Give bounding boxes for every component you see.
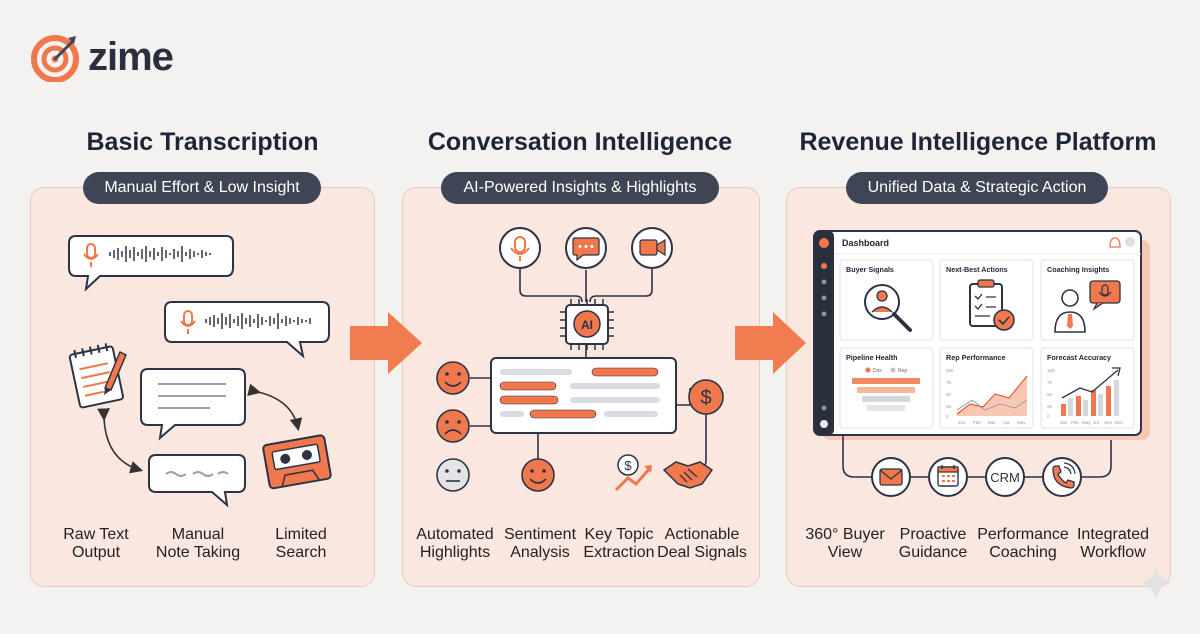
integration-connector [842,435,1112,478]
svg-text:Rep: Rep [898,368,907,374]
forecast-accuracy-chart: 100 75 50 25 0 Jan Feb May Jul Sep Dec [1047,367,1124,425]
dashboard-title: Dashboard [842,238,889,248]
cassette-tape-icon [262,434,332,490]
svg-text:Sep: Sep [1104,420,1113,425]
coach-person-icon [1054,280,1121,333]
feature-proactive-guidance: Proactive Guidance [898,526,968,561]
sad-face-icon [436,409,470,443]
feature-360-buyer-view: 360° Buyer View [805,526,885,561]
svg-text:25: 25 [1047,404,1053,409]
card-buyer-signals: Buyer Signals [846,265,894,274]
transcript-bubble-1 [68,235,234,292]
card-pipeline-health: Pipeline Health [846,353,898,362]
svg-text:25: 25 [946,404,952,409]
sparkle-icon [1140,565,1172,600]
microphone-icon [180,310,196,334]
svg-text:Feb: Feb [1071,420,1079,425]
feature-actionable-deal-signals: Actionable Deal Signals [657,526,747,561]
clipboard-check-icon [969,279,1015,331]
stage-1-title: Basic Transcription [86,128,319,156]
svg-text:0: 0 [946,414,949,419]
feature-key-topic-extraction: Key Topic Extraction [583,526,655,561]
notepad-icon [68,343,127,409]
stage-2-title: Conversation Intelligence [427,128,733,156]
svg-text:$: $ [624,458,632,473]
svg-text:$: $ [700,387,711,409]
feature-raw-text-output: Raw Text Output [63,526,129,561]
revenue-growth-icon: $ [614,454,652,492]
svg-text:Mar: Mar [988,420,996,425]
svg-text:Jul: Jul [1093,420,1099,425]
chat-icon [565,227,607,269]
transcript-bubble-2 [164,301,330,359]
handshake-icon [662,461,714,489]
card-forecast-accuracy: Forecast Accuracy [1047,353,1111,362]
zime-logo: zime [30,32,174,82]
crm-icon: CRM [985,457,1025,497]
empty-note-bubble-2 [148,454,246,508]
svg-text:75: 75 [946,380,952,385]
svg-text:Jan: Jan [958,420,966,425]
phone-icon [1042,457,1082,497]
neutral-face-icon [436,458,470,492]
bell-icon [1109,237,1121,248]
svg-text:0: 0 [1047,414,1050,419]
target-logo-icon [31,35,79,82]
card-coaching-insights: Coaching Insights [1047,265,1109,274]
card-next-best-actions: Next-Best Actions [946,265,1008,274]
svg-text:May: May [1017,420,1026,425]
curved-arrow-icon [247,383,303,432]
svg-text:Jan: Jan [1060,420,1068,425]
feature-manual-note-taking: Manual Note Taking [155,526,241,561]
highlighted-transcript-card [490,357,677,434]
feature-automated-highlights: Automated Highlights [416,526,494,561]
card-rep-performance: Rep Performance [946,353,1006,362]
microphone-icon [499,227,541,269]
calendar-icon [928,457,968,497]
stage-2-subtitle: AI-Powered Insights & Highlights [441,172,719,204]
brand-name: zime [88,34,174,79]
empty-note-bubble [140,368,246,441]
feature-integrated-workflow: Integrated Workflow [1076,526,1150,561]
microphone-icon [83,243,99,267]
pipeline-funnel-chart: Dss Rep [852,367,920,411]
svg-text:Feb: Feb [973,420,981,425]
happy-face-icon [436,361,470,395]
stage-3-title: Revenue Intelligence Platform [799,128,1157,156]
feature-performance-coaching: Performance Coaching [977,526,1069,561]
curved-arrow-icon [97,408,144,474]
ai-chip-label: AI [581,318,593,332]
stage-arrow-1 [350,312,422,374]
svg-text:75: 75 [1047,380,1053,385]
svg-text:Apr: Apr [1003,420,1011,425]
svg-text:May: May [1082,420,1091,425]
svg-text:100: 100 [1047,368,1055,373]
dollar-icon: $ [688,379,724,415]
magnifier-person-icon [864,284,912,332]
feature-limited-search: Limited Search [275,526,327,561]
stage-1-subtitle: Manual Effort & Low Insight [83,172,321,204]
smile-face-icon [521,458,555,492]
rep-performance-chart: 100 75 50 25 0 Jan Feb Mar Apr May [946,368,1028,425]
svg-text:CRM: CRM [990,470,1020,485]
svg-text:Dec: Dec [1115,420,1124,425]
svg-text:50: 50 [946,392,952,397]
svg-text:50: 50 [1047,392,1053,397]
mail-icon [871,457,911,497]
stage-arrow-2 [735,312,806,374]
stage-3-subtitle: Unified Data & Strategic Action [846,172,1108,204]
ai-chip-icon: AI [560,299,614,350]
feature-sentiment-analysis: Sentiment Analysis [503,526,577,561]
svg-text:100: 100 [946,368,954,373]
dashboard-window: Dashboard Buyer Signals Next-Best Action… [813,230,1142,436]
svg-text:Dss: Dss [873,368,882,374]
video-camera-icon [631,227,673,269]
